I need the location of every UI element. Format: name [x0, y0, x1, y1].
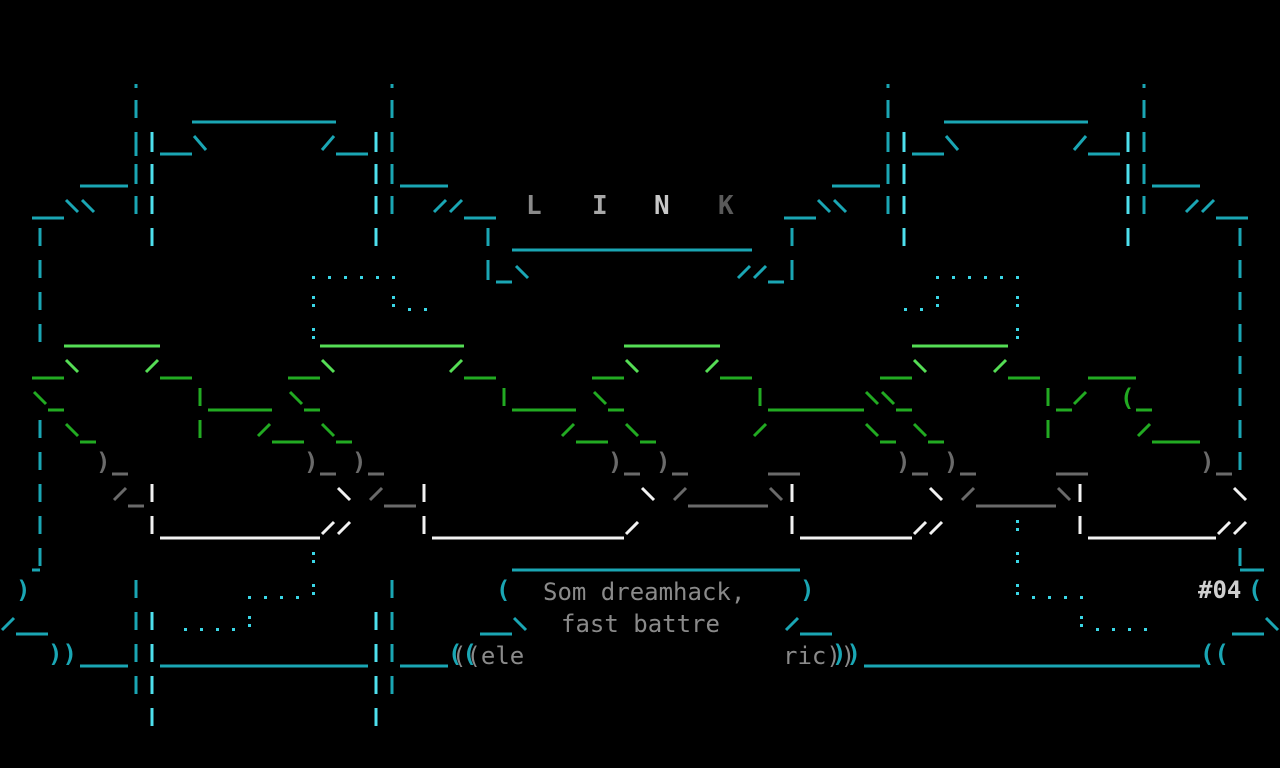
message-fragment-left: ((ele [452, 642, 525, 670]
green-leaves [32, 344, 1200, 444]
paren-ornament: ) [1200, 448, 1215, 476]
gray-fragments [112, 472, 1232, 508]
issue-number: #04 [1198, 576, 1242, 604]
title-letter-k: K [718, 191, 734, 221]
left-frame [32, 84, 848, 572]
bottom-frame [0, 568, 1280, 726]
paren-ornament: ( [1248, 576, 1263, 604]
title-letter-l: L [526, 191, 542, 221]
paren-ornament: (( [1200, 640, 1229, 668]
paren-ornament: ) [96, 448, 111, 476]
paren-ornament: )) [48, 640, 77, 668]
white-bases [150, 484, 1248, 540]
title-letter-i: I [592, 191, 608, 221]
paren-ornament: ( [1120, 384, 1135, 412]
paren-ornament: (( [448, 640, 477, 668]
paren-ornament: ) [800, 576, 815, 604]
right-frame [832, 84, 1264, 572]
paren-ornament: ) [896, 448, 911, 476]
paren-ornament: )) [832, 640, 861, 668]
paren-ornament: ) [16, 576, 31, 604]
paren-ornament: ) [304, 448, 319, 476]
paren-ornament: ) [944, 448, 959, 476]
message-line-1: Som dreamhack, [543, 578, 746, 606]
message-line-2: fast battre [561, 610, 720, 638]
paren-ornament: ) [608, 448, 623, 476]
title-letter-n: N [654, 191, 670, 221]
dotted-guides [184, 276, 1147, 631]
paren-ornament: ) [656, 448, 671, 476]
paren-ornament: ) [352, 448, 367, 476]
paren-ornament: ( [496, 576, 511, 604]
message-fragment-right: ric)) [783, 642, 856, 670]
